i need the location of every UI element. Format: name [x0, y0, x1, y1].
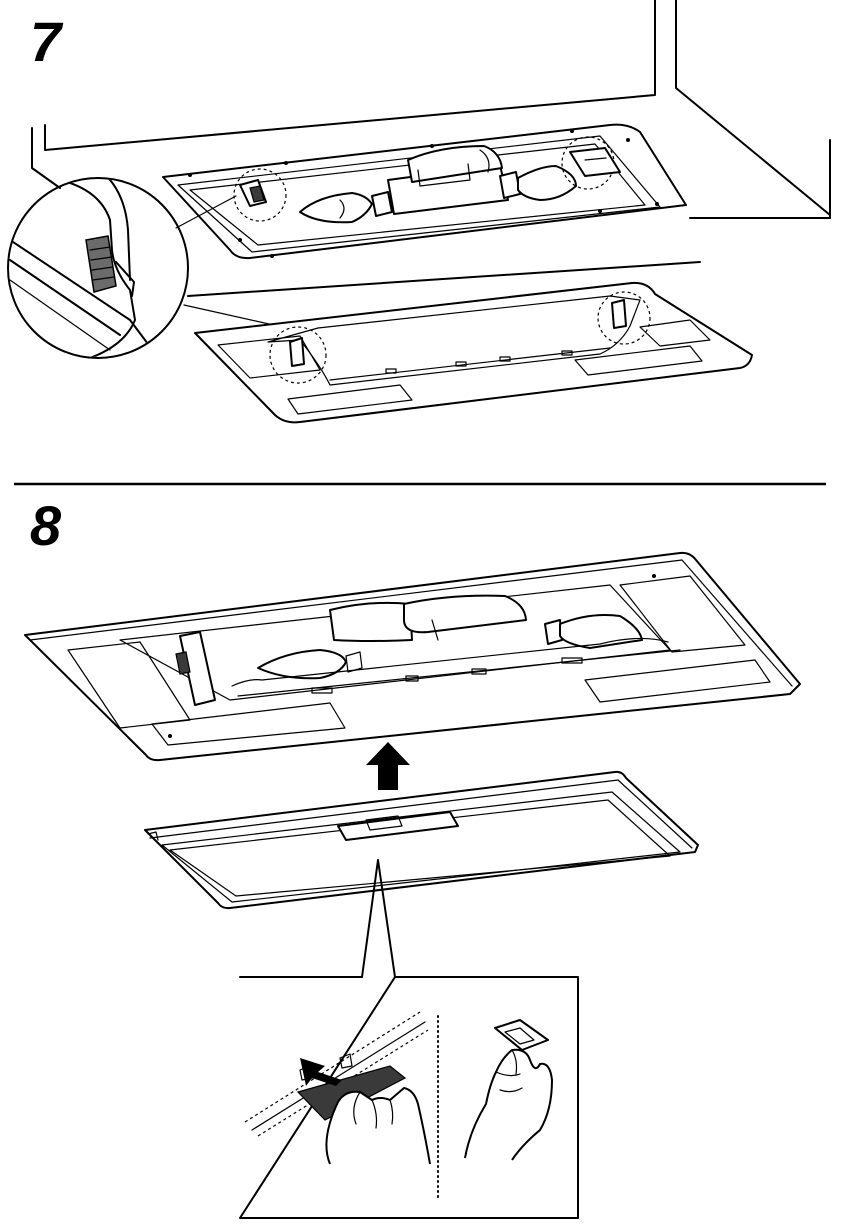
step-7-number: 7	[30, 10, 62, 73]
grease-filter	[144, 770, 699, 910]
cabinet-outline	[31, 0, 831, 297]
callout-pointer	[361, 859, 396, 978]
hood-frame	[24, 551, 801, 762]
clip-detail-magnifier	[7, 177, 297, 359]
lamp-cover-panel	[194, 281, 753, 424]
step-7-illustration	[7, 0, 831, 424]
hand-pulling-tab	[244, 1011, 431, 1165]
step-8-number: 8	[30, 494, 62, 557]
hood-clip-callouts	[233, 136, 621, 222]
filter-removal-detail	[239, 976, 579, 1219]
filter-opening	[119, 584, 681, 706]
step-8-illustration	[24, 551, 801, 1219]
lamp-assembly	[299, 145, 577, 224]
hand-holding-tab	[464, 1019, 553, 1161]
up-arrow-icon	[366, 742, 410, 790]
